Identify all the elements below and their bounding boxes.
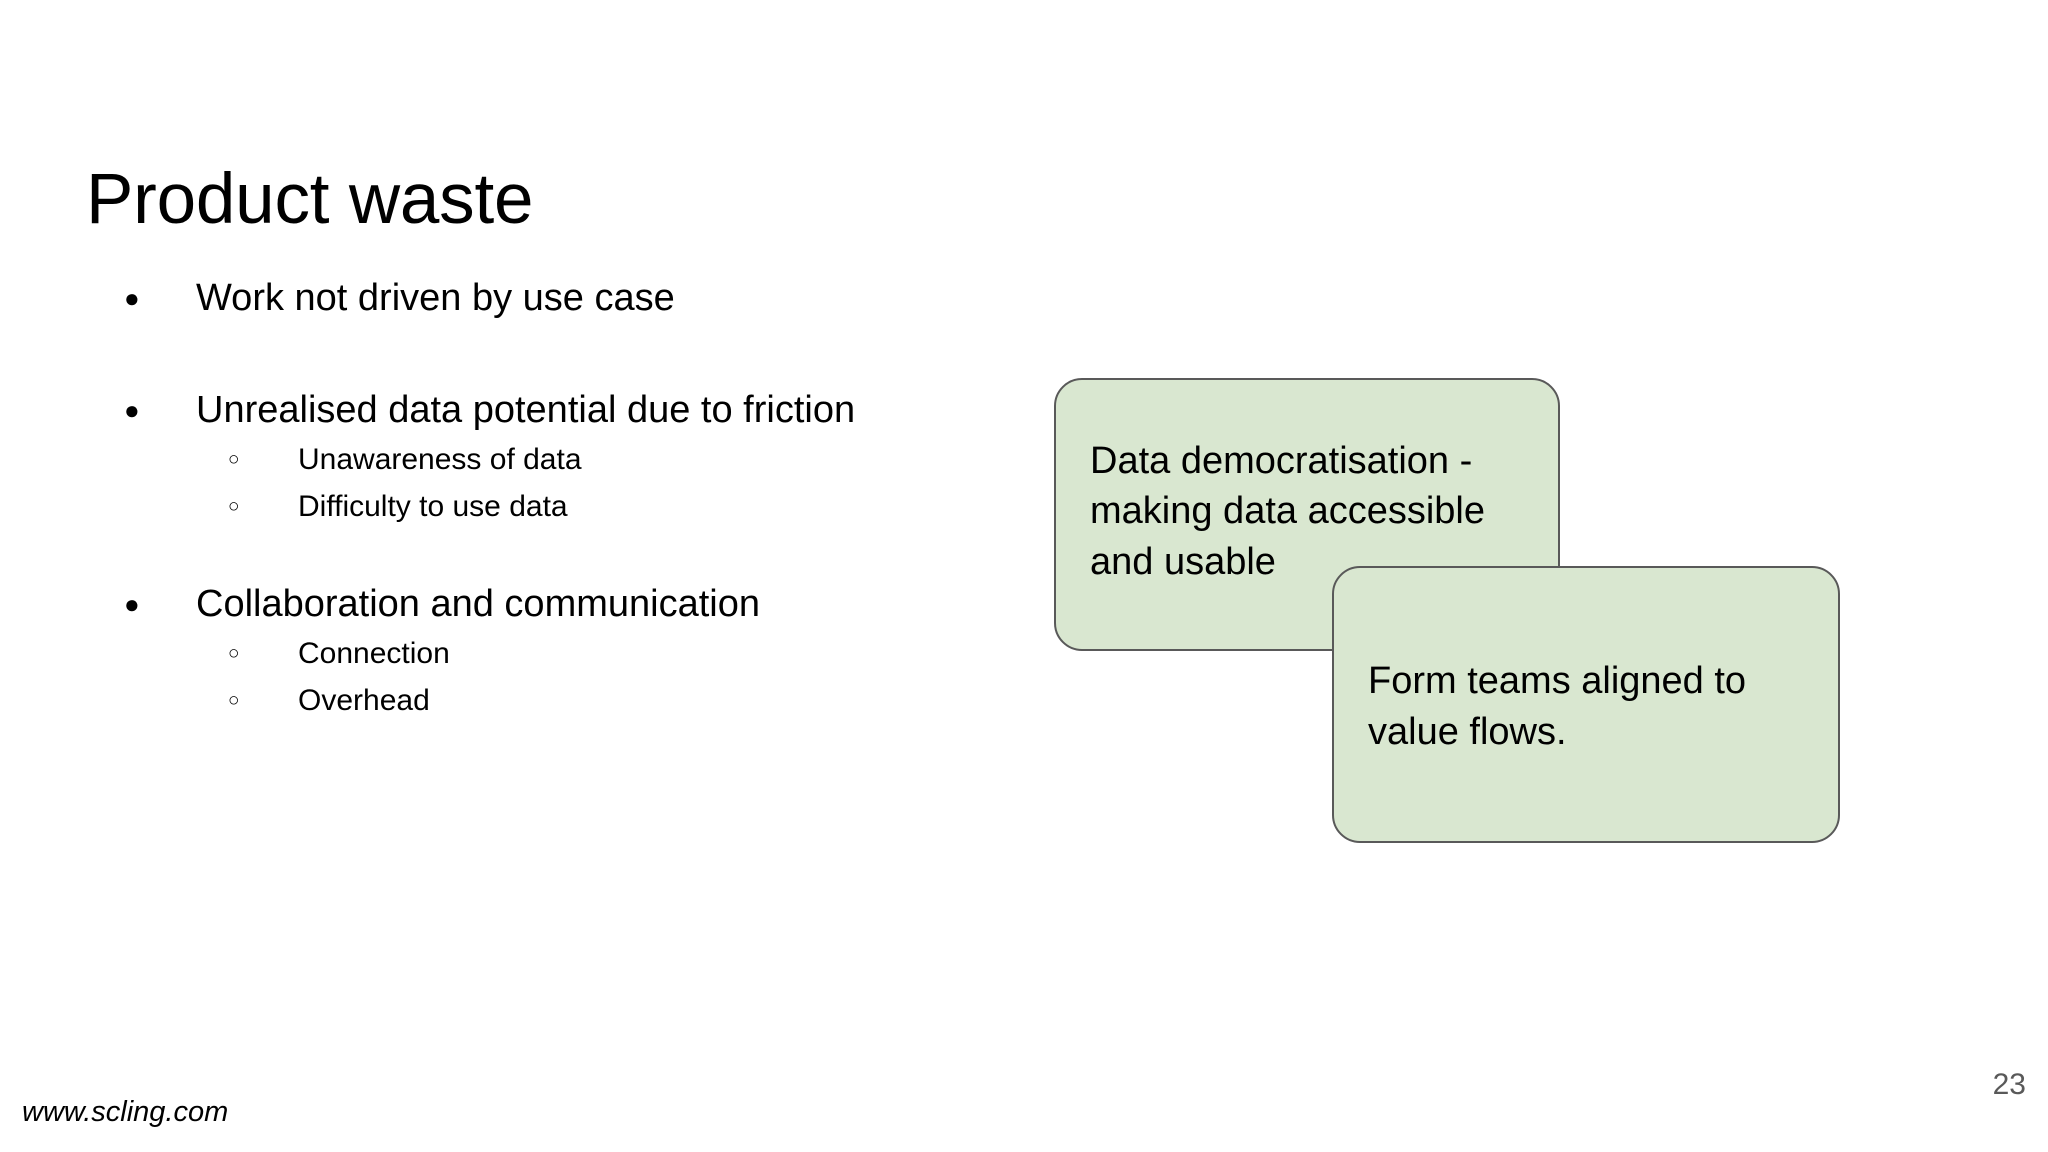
bullet-circle-icon: ○ — [228, 449, 240, 470]
list-item-label: Work not driven by use case — [196, 277, 675, 319]
sticky-note-data-democratisation: Data democratisation - making data acces… — [1054, 378, 1560, 651]
sub-list-item: ○ Overhead — [104, 677, 1004, 724]
sub-list-item-label: Unawareness of data — [298, 443, 582, 476]
bullet-disc-icon: ● — [124, 395, 140, 425]
list-item-label: Unrealised data potential due to frictio… — [196, 389, 856, 431]
sub-list-item: ○ Unawareness of data — [104, 436, 1004, 483]
bullet-group: ● Collaboration and communication ○ Conn… — [104, 578, 1004, 724]
spacer — [104, 530, 1004, 578]
page-title: Product waste — [86, 159, 534, 239]
bullet-list: ● Work not driven by use case ● Unrealis… — [104, 272, 1004, 724]
sub-list-item-label: Overhead — [298, 684, 430, 717]
sticky-note-form-teams: Form teams aligned to value flows. — [1332, 566, 1840, 843]
spacer — [104, 324, 1004, 384]
list-item: ● Unrealised data potential due to frict… — [104, 384, 1004, 436]
sub-list-item-label: Connection — [298, 637, 450, 670]
sticky-note-text: Form teams aligned to value flows. — [1368, 659, 1747, 753]
bullet-disc-icon: ● — [124, 283, 140, 313]
bullet-circle-icon: ○ — [228, 496, 240, 517]
bullet-circle-icon: ○ — [228, 643, 240, 664]
list-item: ● Work not driven by use case — [104, 272, 1004, 324]
list-item: ● Collaboration and communication — [104, 578, 1004, 630]
bullet-disc-icon: ● — [124, 589, 140, 619]
page-number: 23 — [1992, 1068, 2026, 1101]
sub-list-item-label: Difficulty to use data — [298, 490, 568, 523]
bullet-group: ● Work not driven by use case — [104, 272, 1004, 324]
bullet-circle-icon: ○ — [228, 690, 240, 711]
sub-list-item: ○ Difficulty to use data — [104, 483, 1004, 530]
bullet-group: ● Unrealised data potential due to frict… — [104, 384, 1004, 530]
list-item-label: Collaboration and communication — [196, 583, 760, 625]
sub-list-item: ○ Connection — [104, 630, 1004, 677]
footer-url: www.scling.com — [22, 1096, 229, 1128]
sticky-note-text: Data democratisation - making data acces… — [1090, 439, 1485, 583]
